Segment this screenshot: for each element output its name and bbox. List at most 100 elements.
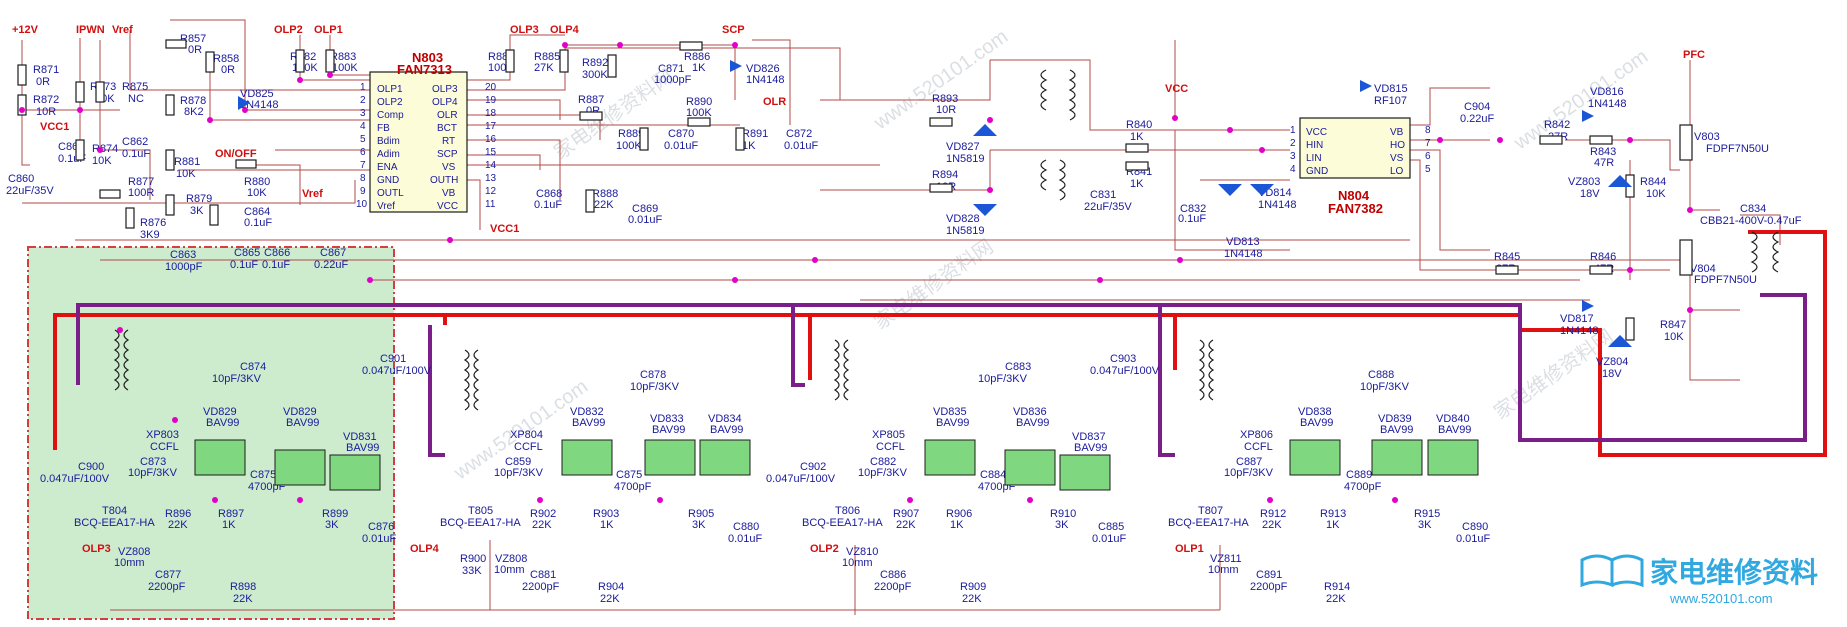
pin-name: OLR	[437, 110, 458, 121]
comp-val: 0.1uF	[230, 259, 258, 271]
comp-ref: R842	[1544, 119, 1570, 131]
ch-r-b-val: 1K	[600, 519, 614, 531]
junction-dot	[1097, 277, 1103, 283]
junction-dot	[1627, 137, 1633, 143]
ch-r-bot: R904	[598, 581, 624, 593]
comp-val: 22uF/35V	[6, 185, 54, 197]
resistor	[639, 127, 649, 151]
comp-val: FDPF7N50U	[1706, 143, 1769, 155]
ch-diode-val: BAV99	[346, 442, 379, 454]
comp-ref: R881	[174, 156, 200, 168]
resistor	[125, 207, 135, 229]
ch-c-out-val: 0.01uF	[362, 533, 397, 545]
junction-dot	[97, 147, 103, 153]
junction-dot	[907, 497, 913, 503]
ch-c-mid-val: 4700pF	[1344, 481, 1382, 493]
resistor	[99, 189, 121, 199]
ch-r-b-val: 1K	[950, 519, 964, 531]
comp-ref: C866	[264, 247, 290, 259]
comp-ref: VD826	[746, 63, 780, 75]
ch-diode-box	[1289, 439, 1341, 476]
net-label: OLP4	[550, 24, 580, 36]
comp-ref: VD813	[1226, 236, 1260, 248]
ch-r-side-val: 33K	[462, 565, 482, 577]
ch-zener: VZ811	[1210, 553, 1242, 565]
ch-r-bot: R898	[230, 581, 256, 593]
pin-num: 3	[360, 108, 366, 119]
resistor	[209, 204, 219, 226]
comp-ref: C860	[8, 173, 34, 185]
ch-diode-val: BAV99	[936, 417, 969, 429]
ch-transformer: T807	[1198, 505, 1223, 517]
junction-dot	[987, 117, 993, 123]
resistor	[1495, 265, 1519, 275]
net-label: VCC	[1165, 83, 1188, 95]
net-label: VCC1	[40, 121, 69, 133]
channel-transformer	[463, 349, 480, 411]
ch-diode-ref: VD839	[1378, 413, 1412, 425]
ch-c-z-val: 2200pF	[1250, 581, 1288, 593]
resistor	[17, 94, 27, 116]
junction-dot	[367, 277, 373, 283]
ch-r-b-val: 1K	[1326, 519, 1340, 531]
pin-name: VS	[442, 162, 456, 173]
ch-diode-val: BAV99	[1300, 417, 1333, 429]
comp-val: 27K	[534, 62, 554, 74]
comp-val: 22uF/35V	[1084, 201, 1132, 213]
comp-ref: C868	[536, 188, 562, 200]
ch-r-bot-val: 22K	[1326, 593, 1346, 605]
wiring	[21, 19, 1781, 615]
ch-c-lamp: C882	[870, 456, 896, 468]
diode-icon	[1582, 300, 1594, 312]
ch-c-lamp: C873	[140, 456, 166, 468]
comp-val: 100K	[332, 62, 358, 74]
pin-name: VCC	[1306, 127, 1327, 138]
diode-icon	[1250, 184, 1274, 196]
diode-icon	[1360, 80, 1372, 92]
comp-ref: R892	[582, 57, 608, 69]
junction-dot	[117, 327, 123, 333]
junction-dot	[617, 42, 623, 48]
resistor	[205, 51, 215, 73]
comp-ref: R872	[33, 94, 59, 106]
pin-name: BCT	[437, 123, 457, 134]
ch-c-primary-val: 0.047uF/100V	[766, 473, 836, 485]
ch-r-a-val: 22K	[896, 519, 916, 531]
ch-zener-val: 10mm	[114, 557, 145, 569]
ch-c-out-val: 0.01uF	[1092, 533, 1127, 545]
channel-4: C903 0.047uF/100V T807 BCQ-EEA17-HA C888…	[1090, 339, 1491, 605]
pin-num: 15	[485, 147, 497, 158]
ch-diode-box	[1059, 454, 1111, 491]
ch-c-mid: C884	[980, 469, 1006, 481]
ch-r-c: R910	[1050, 508, 1076, 520]
comp-val: 10K	[1664, 331, 1684, 343]
junction-dot	[1497, 137, 1503, 143]
comp-val: 100K	[686, 107, 712, 119]
pin-num: 1	[360, 82, 366, 93]
pin-name: FB	[377, 123, 390, 134]
comp-val: 0.1uF	[534, 199, 562, 211]
pin-num: 5	[1425, 164, 1431, 175]
resistor	[579, 111, 603, 121]
ch-c-primary: C902	[800, 461, 826, 473]
ch-diode-ref: VD829	[203, 406, 237, 418]
pin-name: HO	[1390, 140, 1405, 151]
ch-diode-box	[644, 439, 696, 476]
ch-diode-box	[274, 449, 326, 486]
ch-c-hv: C888	[1368, 369, 1394, 381]
ch-zener: VZ810	[846, 546, 878, 558]
diode-icon	[238, 96, 250, 110]
comp-val: 1K	[742, 140, 756, 152]
comp-ref: R890	[686, 96, 712, 108]
ic-n803-body	[369, 71, 468, 213]
ch-c-primary: C901	[380, 353, 406, 365]
ch-diode-ref: VD840	[1436, 413, 1470, 425]
ic-n804-body	[1299, 117, 1411, 179]
ch-c-hv-val: 10pF/3KV	[630, 381, 680, 393]
diode-icon	[973, 204, 997, 216]
ch-r-a-val: 22K	[1262, 519, 1282, 531]
watermark-layer: 家电维修资料网 www.520101.com 家电维修资料网 www.52010…	[449, 26, 1652, 485]
diode-icon	[1608, 335, 1632, 347]
comp-ref: VZ804	[1596, 356, 1628, 368]
